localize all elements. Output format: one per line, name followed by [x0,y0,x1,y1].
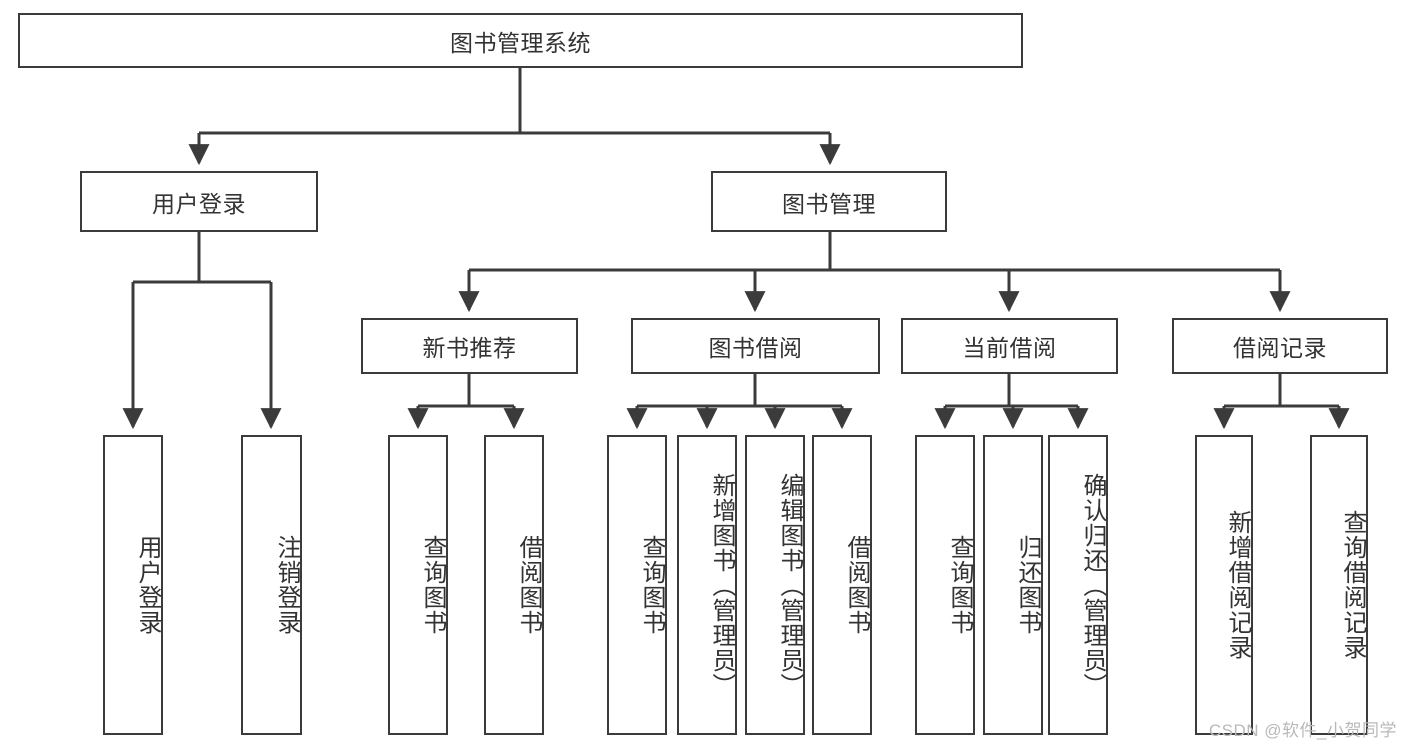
node-user-login[interactable]: 用户登录 [80,171,318,232]
node-leaf-borrow-book-1[interactable]: 借阅图书 [484,435,544,735]
node-leaf-return-book-label: 归还图书 [1014,535,1041,635]
node-leaf-query-book-3[interactable]: 查询图书 [915,435,975,735]
node-leaf-add-borrow-record[interactable]: 新增借阅记录 [1195,435,1253,735]
node-leaf-query-book-1-label: 查询图书 [419,535,446,635]
node-leaf-add-book-label: 新增图书（管理员） [708,472,735,698]
node-user-login-label: 用户登录 [152,190,246,217]
node-leaf-query-book-2[interactable]: 查询图书 [607,435,667,735]
node-leaf-add-borrow-record-label: 新增借阅记录 [1224,510,1251,660]
node-leaf-query-borrow-record[interactable]: 查询借阅记录 [1310,435,1368,735]
node-new-book-recommend-label: 新书推荐 [422,335,517,361]
node-book-manage-label: 图书管理 [782,190,876,217]
node-borrow-record-label: 借阅记录 [1233,335,1327,361]
node-leaf-confirm-return-label: 确认归还（管理员） [1079,472,1106,698]
node-current-borrow[interactable]: 当前借阅 [901,318,1118,374]
node-borrow-record[interactable]: 借阅记录 [1172,318,1388,374]
node-leaf-user-login[interactable]: 用户登录 [103,435,163,735]
node-leaf-edit-book[interactable]: 编辑图书（管理员） [745,435,805,735]
node-book-borrow[interactable]: 图书借阅 [631,318,880,374]
node-book-borrow-label: 图书借阅 [708,335,803,361]
node-leaf-borrow-book-2-label: 借阅图书 [843,535,870,635]
node-current-borrow-label: 当前借阅 [962,335,1057,361]
node-book-manage[interactable]: 图书管理 [711,171,947,232]
node-leaf-return-book[interactable]: 归还图书 [983,435,1043,735]
node-leaf-user-logout-label: 注销登录 [273,535,300,635]
node-leaf-user-logout[interactable]: 注销登录 [241,435,302,735]
node-leaf-query-book-2-label: 查询图书 [638,535,665,635]
node-leaf-user-login-label: 用户登录 [134,535,161,635]
node-leaf-edit-book-label: 编辑图书（管理员） [776,472,803,698]
node-root[interactable]: 图书管理系统 [18,13,1023,68]
node-leaf-add-book[interactable]: 新增图书（管理员） [677,435,737,735]
node-leaf-confirm-return[interactable]: 确认归还（管理员） [1048,435,1108,735]
node-root-label: 图书管理系统 [450,29,591,56]
node-leaf-query-book-1[interactable]: 查询图书 [388,435,448,735]
node-leaf-borrow-book-1-label: 借阅图书 [515,535,542,635]
node-leaf-query-book-3-label: 查询图书 [946,535,973,635]
node-new-book-recommend[interactable]: 新书推荐 [361,318,578,374]
node-leaf-query-borrow-record-label: 查询借阅记录 [1339,510,1366,660]
node-leaf-borrow-book-2[interactable]: 借阅图书 [812,435,872,735]
